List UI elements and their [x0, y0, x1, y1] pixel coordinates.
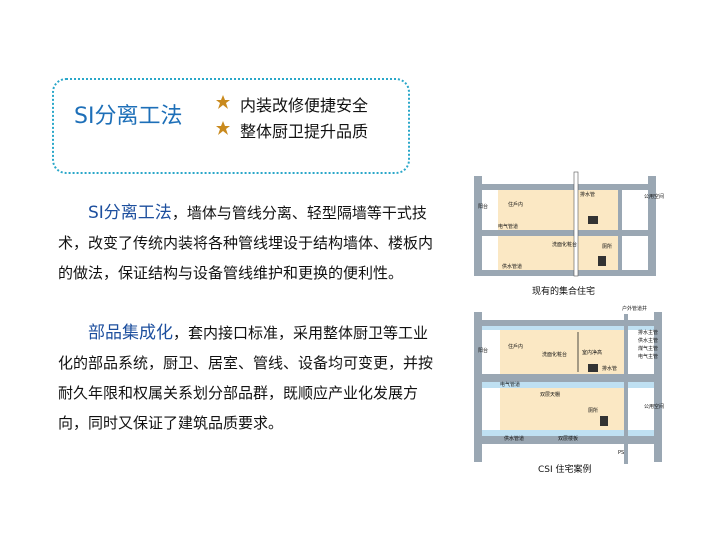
label-drain-2: 排水管: [602, 365, 617, 372]
label-floor: 双层楼板: [558, 435, 578, 442]
label-ceiling: 双层天棚: [540, 391, 560, 398]
title-box: [52, 78, 410, 174]
page-title: SI分离工法: [74, 104, 183, 129]
label-water-2: 供水管道: [504, 435, 524, 442]
existing-housing-diagram: 阳台 住戶内 排水管 公用空间 电气管道 洗面化粧台 厕所 供水管道 现有的集合…: [474, 171, 664, 297]
bullet-item-2: 整体厨卫提升品质: [240, 122, 369, 141]
paragraph-parts: 部品集成化，套内接口标准，采用整体厨卫等工业化的部品系统，厨卫、居室、管线、设备…: [58, 318, 442, 438]
label-water-main: 供水主管: [638, 337, 658, 344]
label-drain-main: 排水主管: [638, 329, 658, 336]
paragraph-si-lead: SI分离工法: [88, 203, 172, 223]
bullet-item-1: 内装改修便捷安全: [240, 96, 369, 115]
label-toilet: 厕所: [602, 243, 612, 250]
label-drain: 排水管: [580, 191, 595, 198]
figure2-caption: CSI 住宅案例: [538, 463, 592, 475]
label-ps: PS: [618, 450, 624, 456]
paragraph-si-text: ，墙体与管线分离、轻型隔墙等干式技术，改变了传统内装将各种管线埋设于结构墙体、楼…: [58, 204, 434, 282]
label-shaft: 户外管道井: [622, 305, 647, 312]
label-gas-main: 煤气主管: [638, 345, 658, 352]
label-electric-2: 电气管道: [500, 381, 520, 388]
label-public-2: 公用空间: [644, 403, 664, 410]
label-power-main: 电气主管: [638, 353, 658, 360]
label-public: 公用空间: [644, 193, 664, 200]
label-washroom: 洗面化粧台: [552, 241, 577, 248]
csi-housing-diagram: 户外管道井 阳台 住戶内 洗面化粧台 室内净高 排水管 排水主管 供水主管 煤气…: [474, 305, 664, 475]
star-bullet-icon: [216, 95, 230, 109]
label-washroom-2: 洗面化粧台: [542, 351, 567, 358]
label-toilet-2: 厕所: [588, 407, 598, 414]
star-bullet-icon: [216, 121, 230, 135]
label-living-2: 住戶内: [508, 343, 523, 350]
figure1-caption: 现有的集合住宅: [532, 285, 595, 297]
label-balcony-2: 阳台: [478, 347, 488, 354]
paragraph-parts-lead: 部品集成化: [88, 323, 173, 343]
label-living: 住戶内: [508, 201, 523, 208]
paragraph-parts-text: ，套内接口标准，采用整体厨卫等工业化的部品系统，厨卫、居室、管线、设备均可变更，…: [58, 324, 434, 432]
label-water: 供水管道: [502, 263, 522, 270]
paragraph-si: SI分离工法，墙体与管线分离、轻型隔墙等干式技术，改变了传统内装将各种管线埋设于…: [58, 198, 442, 288]
label-height: 室内净高: [582, 349, 602, 356]
label-electric: 电气管道: [498, 223, 518, 230]
label-balcony: 阳台: [478, 203, 488, 210]
